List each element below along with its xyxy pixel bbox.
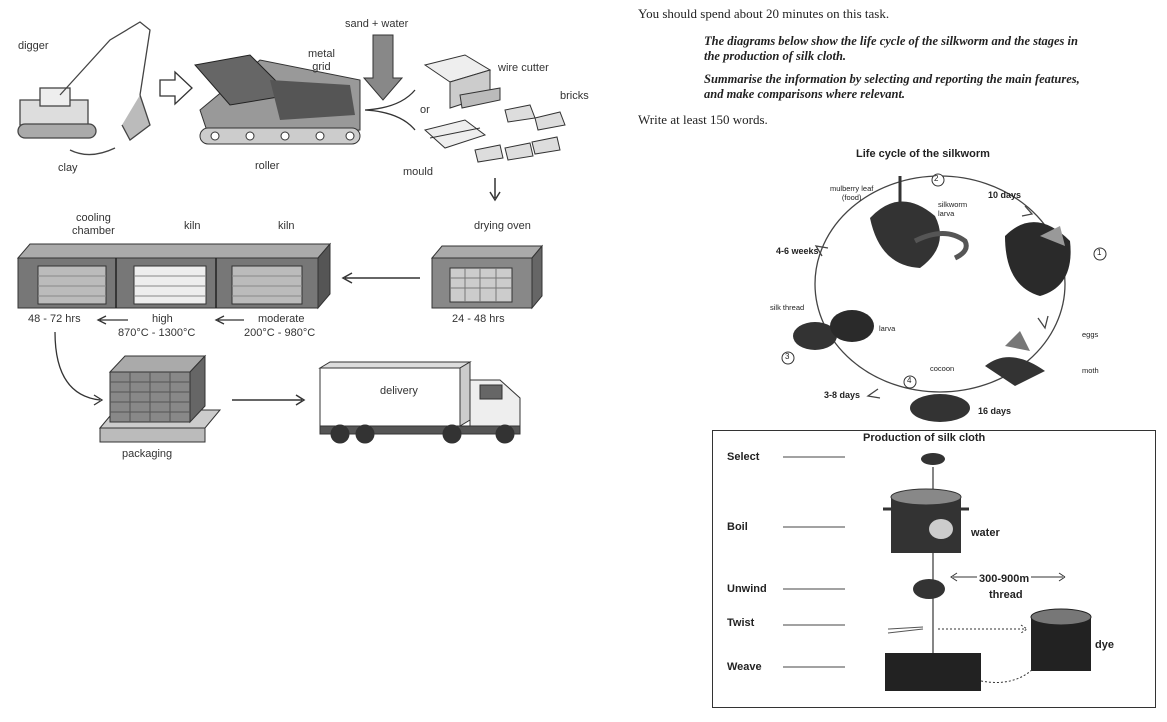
step-weave: Weave: [727, 661, 762, 673]
label-10-days: 10 days: [988, 190, 1022, 200]
step-twist: Twist: [727, 617, 755, 629]
label-or: or: [420, 104, 430, 116]
boil-pot-illustration: [883, 488, 969, 553]
digger-illustration: [17, 21, 151, 156]
label-larva: larva: [879, 324, 896, 333]
cocoon-illustration: [910, 394, 970, 422]
label-16-days: 16 days: [978, 406, 1012, 416]
lifecycle-drawing: [781, 173, 1107, 422]
arrow-to-oven: [489, 178, 501, 202]
label-moth: moth: [1082, 366, 1099, 375]
label-bricks: bricks: [560, 90, 589, 102]
label-kiln-high: kiln: [184, 220, 201, 232]
roller-machine-illustration: [194, 54, 361, 145]
stage-4-number: 4: [907, 376, 912, 385]
label-cocoon: cocoon: [930, 364, 955, 373]
label-dye: dye: [1095, 639, 1114, 651]
step-select: Select: [727, 451, 760, 463]
silkworm-lifecycle-diagram: Life cycle of the silkworm 2 1 3 4 mulbe…: [760, 146, 1130, 426]
task-word-count: Write at least 150 words.: [638, 112, 768, 127]
task-prompt-line2: the production of silk cloth.: [704, 49, 847, 63]
task-summary-line1: Summarise the information by selecting a…: [704, 72, 1080, 86]
arrow-kiln2-to-kiln1: [214, 315, 244, 325]
kiln-tunnel-illustration: [16, 242, 332, 310]
mulberry-leaf-illustration: [870, 176, 969, 268]
label-packaging: packaging: [122, 448, 173, 460]
brick-process-drawing: [16, 21, 566, 444]
unwind-cocoon: [913, 579, 945, 599]
label-mulberry: mulberry leaf (food): [830, 184, 874, 202]
production-title: Production of silk cloth: [863, 432, 986, 444]
label-moderate: moderate: [258, 313, 305, 325]
step-unwind: Unwind: [727, 583, 767, 595]
packaging-illustration: [98, 354, 222, 443]
task-intro: You should spend about 20 minutes on thi…: [638, 6, 890, 21]
brick-process-diagram: digger clay metal grid roller sand + wat…: [0, 0, 610, 470]
mould-illustration: [423, 119, 561, 163]
moth-illustration: [985, 331, 1045, 386]
arrow-kiln1-to-cool: [96, 315, 128, 325]
label-cool-time: 48 - 72 hrs: [28, 313, 81, 325]
arrow-to-delivery: [232, 394, 306, 406]
label-oven-time: 24 - 48 hrs: [452, 313, 505, 325]
branch-arrows: [364, 89, 416, 131]
label-thread: thread: [989, 589, 1023, 601]
dye-pot-illustration: [1030, 608, 1092, 671]
sand-water-arrow: [362, 34, 404, 101]
stage-2-number: 2: [934, 174, 939, 183]
stage-3-number: 3: [785, 352, 790, 361]
label-moderate-temp: 200°C - 980°C: [244, 327, 316, 339]
silk-thread-illustration: [793, 310, 874, 350]
stage-1-number: 1: [1097, 248, 1102, 257]
label-3-8-days: 3-8 days: [824, 390, 861, 400]
wire-cutter-illustration: [423, 54, 566, 131]
task-text: You should spend about 20 minutes on thi…: [638, 6, 1163, 128]
label-4-6-weeks: 4-6 weeks: [776, 246, 819, 256]
label-sand-water: sand + water: [345, 18, 409, 30]
arrow-oven-to-kiln: [341, 272, 420, 284]
label-wire-cutter: wire cutter: [498, 62, 549, 74]
label-thread-length: 300-900m: [977, 573, 1032, 585]
label-delivery: delivery: [380, 385, 418, 397]
drying-oven-illustration: [430, 244, 544, 310]
hollow-arrow-1: [159, 70, 193, 106]
label-water: water: [971, 527, 1000, 539]
production-drawing: [783, 453, 1092, 691]
eggs-leaf-illustration: [1005, 222, 1071, 296]
label-high-temp: 870°C - 1300°C: [118, 327, 196, 339]
arrow-to-packaging: [54, 331, 104, 406]
task-prompt-line1: The diagrams below show the life cycle o…: [704, 34, 1078, 48]
label-mould: mould: [403, 166, 433, 178]
task-summary-line2: and make comparisons where relevant.: [704, 87, 906, 101]
label-silkworm-larva: silkworm larva: [938, 200, 968, 218]
select-cocoon: [921, 453, 945, 465]
label-digger: digger: [18, 40, 49, 52]
delivery-truck-illustration: [318, 361, 521, 444]
label-kiln-moderate: kiln: [278, 220, 295, 232]
label-metal-grid: metal grid: [308, 48, 335, 73]
label-eggs: eggs: [1082, 330, 1099, 339]
weave-cloth: [885, 653, 981, 691]
label-drying-oven: drying oven: [474, 220, 531, 232]
silk-production-diagram: Production of silk cloth Select Boil Unw…: [712, 430, 1156, 708]
lifecycle-title: Life cycle of the silkworm: [856, 148, 990, 160]
label-roller: roller: [255, 160, 280, 172]
label-silk-thread: silk thread: [770, 303, 805, 312]
label-clay: clay: [58, 162, 78, 174]
label-cooling-chamber: cooling chamber: [72, 212, 115, 237]
label-high: high: [152, 313, 173, 325]
step-boil: Boil: [727, 521, 748, 533]
